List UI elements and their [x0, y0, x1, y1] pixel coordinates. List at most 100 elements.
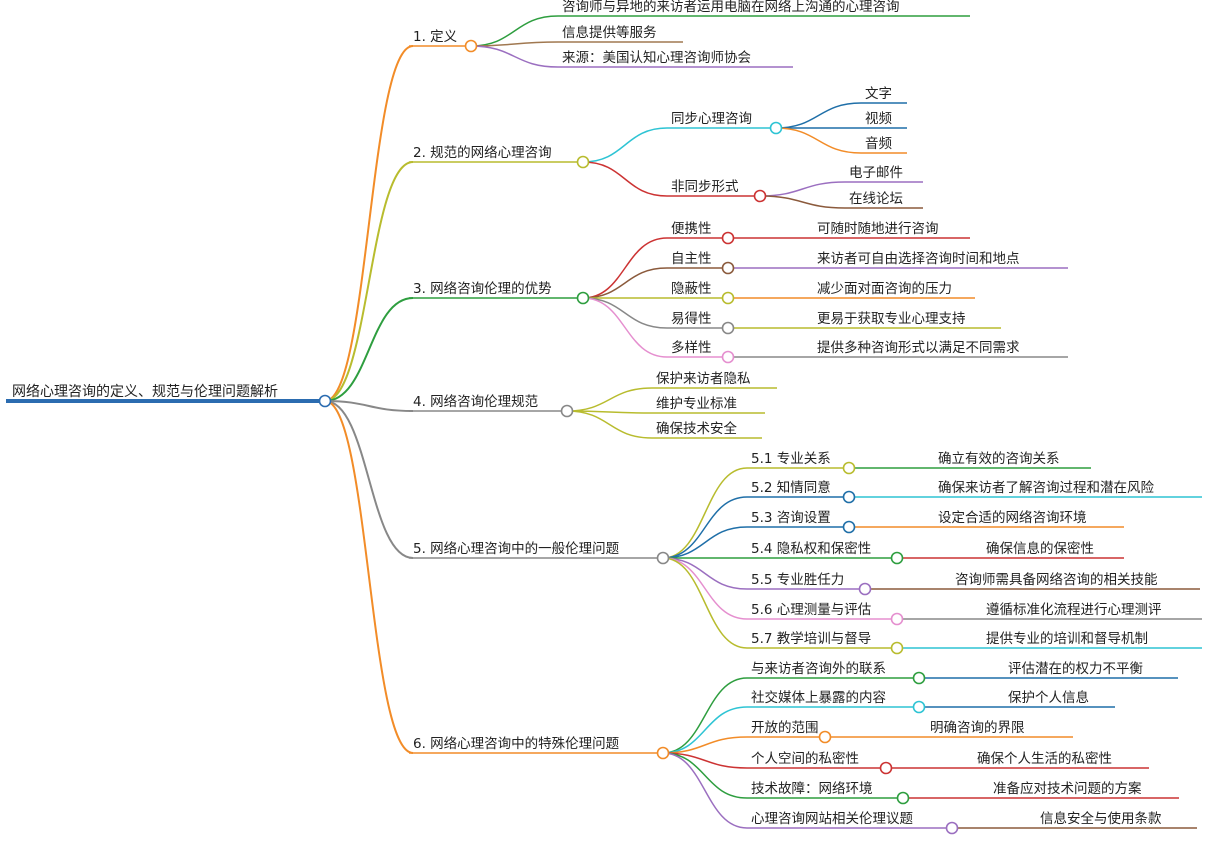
branch-3-label: 3. 网络咨询伦理的优势: [413, 281, 552, 297]
branch-6-item-4-connector: [662, 752, 748, 769]
branch-5-item-3-detail-label: 设定合适的网络咨询环境: [938, 510, 1087, 526]
branch-6-item-4-detail-label: 确保个人生活的私密性: [977, 750, 1112, 767]
branch-3-item-2-collapse-toggle[interactable]: [721, 261, 735, 275]
branch-6-item-1-collapse-toggle[interactable]: [912, 671, 926, 685]
branch-2-item-1-sub-2-label: 视频: [865, 111, 893, 127]
branch-5-item-7-collapse-toggle[interactable]: [890, 641, 904, 655]
branch-2-item-2-collapse-toggle[interactable]: [753, 189, 767, 203]
branch-6-item-6-connector: [662, 752, 748, 829]
branch-2-item-2-label: 非同步形式: [671, 179, 739, 195]
branch-6-item-3-connector: [662, 736, 748, 754]
branch-5-label: 5. 网络心理咨询中的一般伦理问题: [413, 541, 619, 557]
branch-3-item-2-detail-label: 来访者可自由选择咨询时间和地点: [817, 251, 1020, 267]
branch-2-label: 2. 规范的网络心理咨询: [413, 145, 552, 161]
branch-5-item-7-connector: [662, 557, 748, 649]
branch-1-connector: [324, 45, 414, 402]
branch-5-item-5-detail-label: 咨询师需具备网络咨询的相关技能: [955, 571, 1158, 588]
branch-1-item-2-connector: [470, 41, 559, 47]
branch-3-item-5-label: 多样性: [671, 339, 712, 356]
branch-3-connector: [324, 297, 414, 402]
branch-6-item-1-connector: [662, 677, 748, 754]
branch-5-item-6-detail-label: 遵循标准化流程进行心理测评: [986, 601, 1162, 618]
branch-3-item-5-collapse-toggle[interactable]: [721, 350, 735, 364]
branch-4-item-1-connector: [566, 387, 653, 412]
branch-5-item-5-label: 5.5 专业胜任力: [751, 572, 844, 588]
branch-6-item-3-collapse-toggle[interactable]: [818, 730, 832, 744]
branch-5-item-6-collapse-toggle[interactable]: [890, 612, 904, 626]
mindmap-nodes: 网络心理咨询的定义、规范与伦理问题解析 1. 定义 咨询师与异地的来访者运用电脑在网…: [12, 0, 1162, 835]
branch-3-item-3-collapse-toggle[interactable]: [721, 291, 735, 305]
branch-6-collapse-toggle[interactable]: [656, 746, 670, 760]
branch-5-item-4-collapse-toggle[interactable]: [890, 551, 904, 565]
branch-2-item-1-sub-1-label: 文字: [865, 86, 892, 102]
branch-2-item-1-sub-3-label: 音频: [865, 135, 893, 152]
branch-6-label: 6. 网络心理咨询中的特殊伦理问题: [413, 736, 619, 752]
branch-5-item-5-connector: [662, 557, 748, 590]
branch-3-item-5-detail-label: 提供多种咨询形式以满足不同需求: [817, 339, 1020, 356]
branch-5-item-6-label: 5.6 心理测量与评估: [751, 602, 871, 618]
branch-3-item-1-label: 便携性: [671, 221, 712, 237]
branch-3-item-3-detail-label: 减少面对面咨询的压力: [817, 281, 952, 297]
branch-1-item-3-label: 来源：美国认知心理咨询师协会: [562, 49, 751, 66]
branch-5-item-3-collapse-toggle[interactable]: [842, 520, 856, 534]
branch-2-connector: [324, 161, 414, 402]
branch-6-item-3-detail-label: 明确咨询的界限: [930, 720, 1025, 736]
branch-4-connector: [324, 400, 414, 412]
branch-6-item-3-label: 开放的范围: [751, 720, 819, 736]
branch-5-collapse-toggle[interactable]: [656, 551, 670, 565]
branch-6-item-6-collapse-toggle[interactable]: [945, 821, 959, 835]
branch-3-item-2-connector: [582, 267, 668, 299]
root-collapse-toggle[interactable]: [318, 394, 332, 408]
branch-6-item-5-detail-label: 准备应对技术问题的方案: [993, 780, 1142, 797]
branch-3-collapse-toggle[interactable]: [576, 291, 590, 305]
branch-2-item-1-collapse-toggle[interactable]: [769, 121, 783, 135]
branch-5-item-1-label: 5.1 专业关系: [751, 451, 831, 467]
branch-5-item-4-detail-label: 确保信息的保密性: [986, 540, 1094, 557]
branch-3-item-4-detail-label: 更易于获取专业心理支持: [817, 311, 966, 327]
branch-1-item-1-label: 咨询师与异地的来访者运用电脑在网络上沟通的心理咨询: [562, 0, 900, 15]
branch-2-item-2-sub-2-connector: [759, 195, 846, 209]
branch-3-item-4-connector: [582, 297, 668, 329]
branch-5-item-5-collapse-toggle[interactable]: [858, 582, 872, 596]
branch-5-item-1-detail-label: 确立有效的咨询关系: [938, 451, 1060, 467]
branch-3-item-1-collapse-toggle[interactable]: [721, 231, 735, 245]
branch-6-item-1-label: 与来访者咨询外的联系: [751, 661, 886, 677]
branch-4-collapse-toggle[interactable]: [560, 404, 574, 418]
branch-2-item-1-connector: [582, 127, 668, 163]
mindmap-edges: [6, 15, 1202, 829]
branch-5-item-2-detail-label: 确保来访者了解咨询过程和潜在风险: [938, 480, 1154, 496]
branch-2-item-1-sub-1-connector: [775, 102, 862, 129]
branch-3-item-5-connector: [582, 297, 668, 358]
branch-1-collapse-toggle[interactable]: [464, 39, 478, 53]
branch-4-item-3-connector: [566, 410, 653, 439]
branch-3-item-1-detail-label: 可随时随地进行咨询: [817, 221, 939, 237]
branch-4-label: 4. 网络咨询伦理规范: [413, 394, 538, 410]
branch-5-item-1-collapse-toggle[interactable]: [842, 461, 856, 475]
branch-2-collapse-toggle[interactable]: [576, 155, 590, 169]
branch-5-item-2-collapse-toggle[interactable]: [842, 490, 856, 504]
branch-1-item-3-connector: [470, 45, 559, 68]
branch-5-item-7-label: 5.7 教学培训与督导: [751, 631, 871, 647]
branch-6-item-2-collapse-toggle[interactable]: [912, 700, 926, 714]
branch-4-item-3-label: 确保技术安全: [656, 420, 737, 437]
branch-2-item-1-sub-3-connector: [775, 127, 862, 154]
branch-6-connector: [324, 400, 414, 754]
branch-6-item-2-label: 社交媒体上暴露的内容: [751, 689, 886, 706]
branch-6-item-6-label: 心理咨询网站相关伦理议题: [751, 811, 913, 827]
branch-6-item-2-detail-label: 保护个人信息: [1008, 689, 1089, 706]
branch-4-item-1-label: 保护来访者隐私: [656, 371, 751, 387]
branch-2-item-2-sub-1-connector: [759, 181, 846, 197]
branch-3-item-4-collapse-toggle[interactable]: [721, 321, 735, 335]
branch-5-item-1-connector: [662, 467, 748, 559]
branch-6-item-5-collapse-toggle[interactable]: [896, 791, 910, 805]
branch-1-item-2-label: 信息提供等服务: [562, 24, 657, 41]
branch-6-item-4-collapse-toggle[interactable]: [879, 761, 893, 775]
branch-5-item-3-label: 5.3 咨询设置: [751, 510, 831, 526]
root-topic-label: 网络心理咨询的定义、规范与伦理问题解析: [12, 383, 278, 400]
branch-6-item-5-label: 技术故障：网络环境: [751, 781, 873, 797]
branch-6-item-4-label: 个人空间的私密性: [751, 750, 859, 767]
branch-5-item-3-connector: [662, 526, 748, 559]
branch-1-label: 1. 定义: [413, 29, 457, 45]
branch-6-item-1-detail-label: 评估潜在的权力不平衡: [1008, 660, 1143, 677]
